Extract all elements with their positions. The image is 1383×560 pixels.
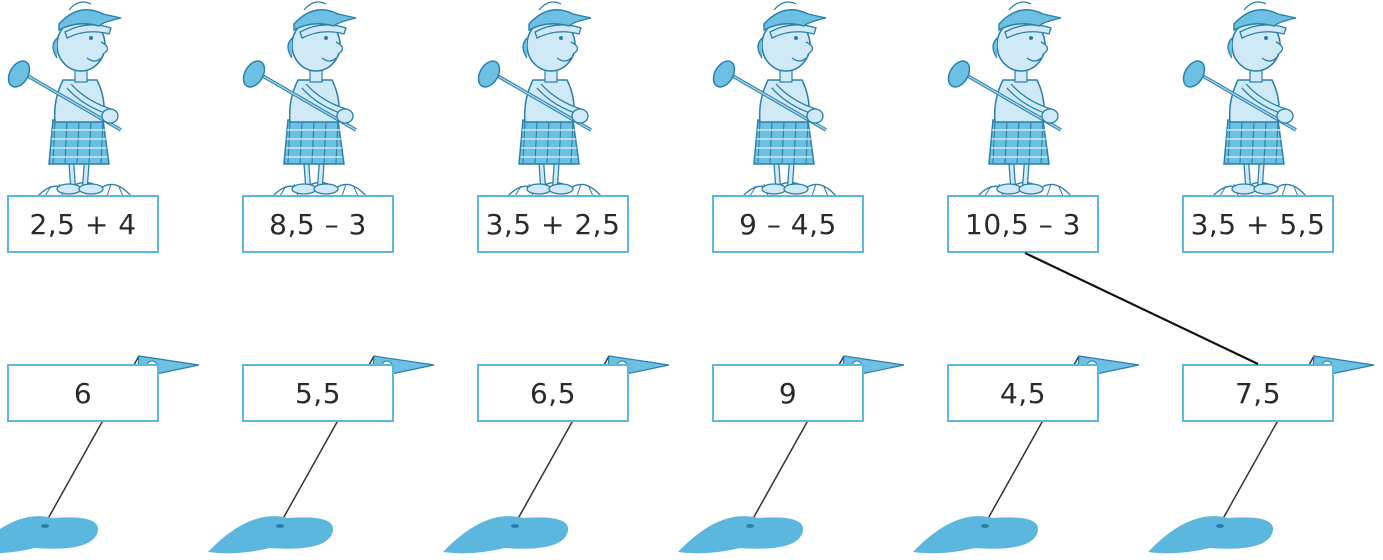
answer-text: 4,5 (999, 376, 1047, 410)
answer-text: 5,5 (294, 376, 342, 410)
answer-box-3[interactable]: 6,5 (477, 364, 629, 422)
expression-text: 2,5 + 4 (29, 207, 137, 241)
expression-box-4[interactable]: 9 – 4,5 (712, 195, 864, 253)
answer-text: 7,5 (1234, 376, 1282, 410)
answer-box-2[interactable]: 5,5 (242, 364, 394, 422)
putting-green-icon (443, 516, 569, 554)
expression-text: 3,5 + 2,5 (485, 207, 621, 241)
golfer-figure-icon (7, 1, 132, 197)
golfer-figure-icon (947, 1, 1072, 197)
expression-box-6[interactable]: 3,5 + 5,5 (1182, 195, 1334, 253)
expression-text: 3,5 + 5,5 (1190, 207, 1326, 241)
putting-green-icon (0, 516, 99, 554)
putting-green-icon (678, 516, 804, 554)
answer-box-4[interactable]: 9 (712, 364, 864, 422)
golfer-figure-icon (477, 1, 602, 197)
expression-box-3[interactable]: 3,5 + 2,5 (477, 195, 629, 253)
answer-box-5[interactable]: 4,5 (947, 364, 1099, 422)
putting-green-icon (913, 516, 1039, 554)
answer-text: 6 (73, 376, 93, 410)
golfer-figure-icon (712, 1, 837, 197)
putting-green-icon (1148, 516, 1274, 554)
answer-text: 9 (778, 376, 798, 410)
golfer-figure-icon (242, 1, 367, 197)
expression-text: 10,5 – 3 (965, 207, 1081, 241)
answer-text: 6,5 (529, 376, 577, 410)
putting-green-icon (208, 516, 334, 554)
answer-box-6[interactable]: 7,5 (1182, 364, 1334, 422)
expression-box-2[interactable]: 8,5 – 3 (242, 195, 394, 253)
expression-box-5[interactable]: 10,5 – 3 (947, 195, 1099, 253)
golfer-figure-icon (1182, 1, 1307, 197)
answer-box-1[interactable]: 6 (7, 364, 159, 422)
expression-text: 9 – 4,5 (739, 207, 837, 241)
expression-box-1[interactable]: 2,5 + 4 (7, 195, 159, 253)
expression-text: 8,5 – 3 (269, 207, 367, 241)
